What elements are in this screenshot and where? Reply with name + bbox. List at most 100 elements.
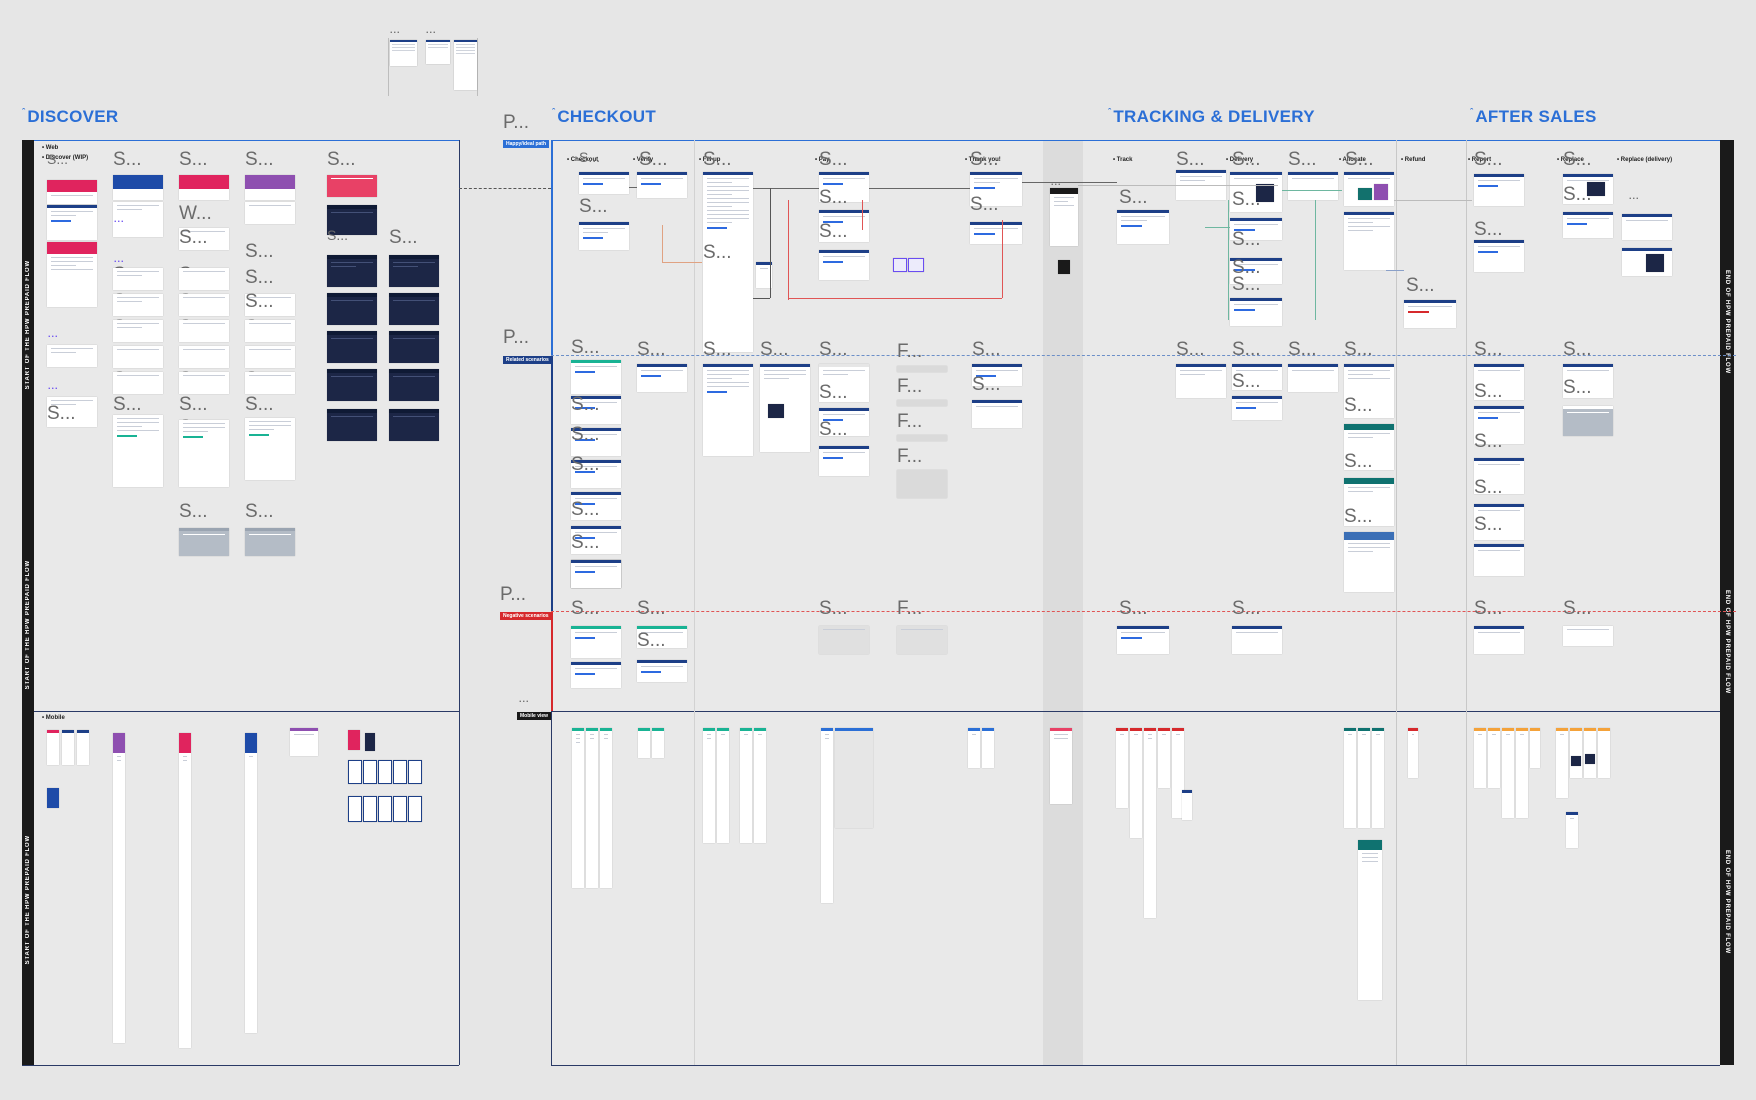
mobile-frame[interactable] [348, 796, 362, 822]
negative-frame[interactable] [571, 662, 621, 688]
discover-page-frame[interactable] [245, 202, 295, 224]
related-frame[interactable] [819, 364, 869, 402]
mobile-frame[interactable] [47, 788, 59, 808]
related-frame[interactable] [972, 400, 1022, 428]
discover-dark-frame[interactable] [327, 205, 377, 235]
discover-page-frame[interactable] [179, 228, 229, 250]
related-frame[interactable] [1288, 364, 1338, 392]
discover-page-frame[interactable] [245, 175, 295, 200]
related-frame[interactable] [1176, 364, 1226, 398]
mobile-frame[interactable] [1158, 728, 1170, 788]
discover-page-frame[interactable] [47, 180, 97, 204]
track-frame[interactable] [1117, 210, 1169, 244]
mobile-frame[interactable] [572, 728, 584, 888]
mobile-frame[interactable] [363, 760, 377, 784]
top-frame-thumbnail[interactable] [390, 40, 417, 66]
related-frame[interactable] [703, 364, 753, 456]
discover-dark-frame[interactable] [389, 293, 439, 325]
mobile-frame[interactable] [348, 730, 360, 750]
mobile-frame[interactable] [717, 728, 729, 843]
mobile-frame[interactable] [408, 796, 422, 822]
negative-frame[interactable] [819, 626, 869, 654]
mobile-frame[interactable] [968, 728, 980, 768]
negative-frame[interactable] [637, 626, 687, 648]
related-frame[interactable] [571, 360, 621, 394]
related-frame[interactable] [1563, 364, 1613, 398]
thank-you-frame[interactable] [970, 172, 1022, 206]
delivery-frame[interactable] [1230, 218, 1282, 240]
report-frame[interactable] [1474, 240, 1524, 272]
discover-page-frame[interactable] [179, 268, 229, 290]
related-frame[interactable] [571, 492, 621, 520]
mobile-frame[interactable] [1502, 728, 1514, 818]
discover-page-frame[interactable] [179, 372, 229, 394]
delivery-frame[interactable] [1230, 258, 1282, 284]
replace-frame[interactable] [1563, 212, 1613, 238]
related-frame[interactable] [1474, 364, 1524, 400]
mobile-frame[interactable] [1116, 728, 1128, 808]
discover-dark-frame[interactable] [327, 331, 377, 363]
failed-frame[interactable] [897, 470, 947, 498]
replace-frame[interactable] [1563, 174, 1613, 204]
mobile-frame[interactable] [1358, 728, 1370, 828]
fill-up-frame[interactable] [703, 172, 753, 352]
mobile-frame[interactable] [378, 796, 392, 822]
discover-page-frame[interactable] [245, 320, 295, 342]
pay-frame[interactable] [819, 210, 869, 242]
pay-option-frame[interactable] [908, 258, 924, 272]
mobile-frame[interactable] [1408, 728, 1418, 778]
mobile-frame[interactable] [77, 730, 89, 765]
related-frame[interactable] [972, 364, 1022, 386]
mobile-frame[interactable] [1372, 728, 1384, 828]
discover-page-frame[interactable] [113, 372, 163, 394]
related-frame[interactable] [1344, 364, 1394, 418]
discover-page-frame[interactable] [179, 420, 229, 487]
discover-page-frame[interactable] [113, 268, 163, 290]
mobile-frame[interactable] [638, 728, 650, 758]
discover-page-frame[interactable] [327, 175, 377, 197]
negative-frame[interactable] [637, 660, 687, 682]
related-frame[interactable] [1474, 406, 1524, 444]
mobile-frame[interactable] [1556, 728, 1568, 798]
mobile-frame[interactable] [703, 728, 715, 843]
discover-page-frame[interactable] [245, 418, 295, 480]
discover-page-frame[interactable] [113, 320, 163, 342]
failed-frame[interactable] [897, 400, 947, 406]
related-frame[interactable] [637, 364, 687, 392]
negative-frame[interactable] [571, 626, 621, 658]
verify-frame[interactable] [637, 172, 687, 198]
track-preview-frame[interactable] [1050, 188, 1078, 246]
related-frame[interactable] [571, 396, 621, 424]
mobile-frame[interactable] [740, 728, 752, 843]
delivery-frame[interactable] [1230, 298, 1282, 326]
checkout-frame[interactable] [579, 172, 629, 194]
allocate-frame[interactable] [1344, 212, 1394, 270]
mobile-frame[interactable] [1144, 728, 1156, 918]
report-frame[interactable] [1474, 174, 1524, 206]
mobile-frame[interactable] [1598, 728, 1610, 778]
fill-up-frame[interactable] [756, 262, 772, 288]
related-frame[interactable] [1344, 424, 1394, 470]
related-frame[interactable] [819, 446, 869, 476]
checkout-frame[interactable] [579, 222, 629, 250]
negative-frame[interactable] [1232, 626, 1282, 654]
related-frame[interactable] [1232, 396, 1282, 420]
mobile-frame[interactable] [1566, 812, 1578, 848]
mobile-frame[interactable] [821, 728, 833, 903]
mobile-frame[interactable] [1182, 790, 1192, 820]
discover-dark-frame[interactable] [327, 369, 377, 401]
pay-frame[interactable] [819, 172, 869, 202]
related-frame[interactable] [571, 560, 621, 588]
negative-frame[interactable] [1117, 626, 1169, 654]
mobile-long-frame[interactable] [245, 733, 257, 1033]
discover-dark-frame[interactable] [327, 255, 377, 287]
negative-frame[interactable] [1474, 626, 1524, 654]
pay-frame[interactable] [819, 250, 869, 280]
mobile-frame[interactable] [982, 728, 994, 768]
mobile-frame[interactable] [348, 760, 362, 784]
mobile-frame[interactable] [62, 730, 74, 765]
discover-page-frame[interactable] [179, 346, 229, 368]
discover-page-frame[interactable] [47, 205, 97, 240]
mobile-frame[interactable] [393, 760, 407, 784]
mobile-frame[interactable] [835, 728, 873, 828]
